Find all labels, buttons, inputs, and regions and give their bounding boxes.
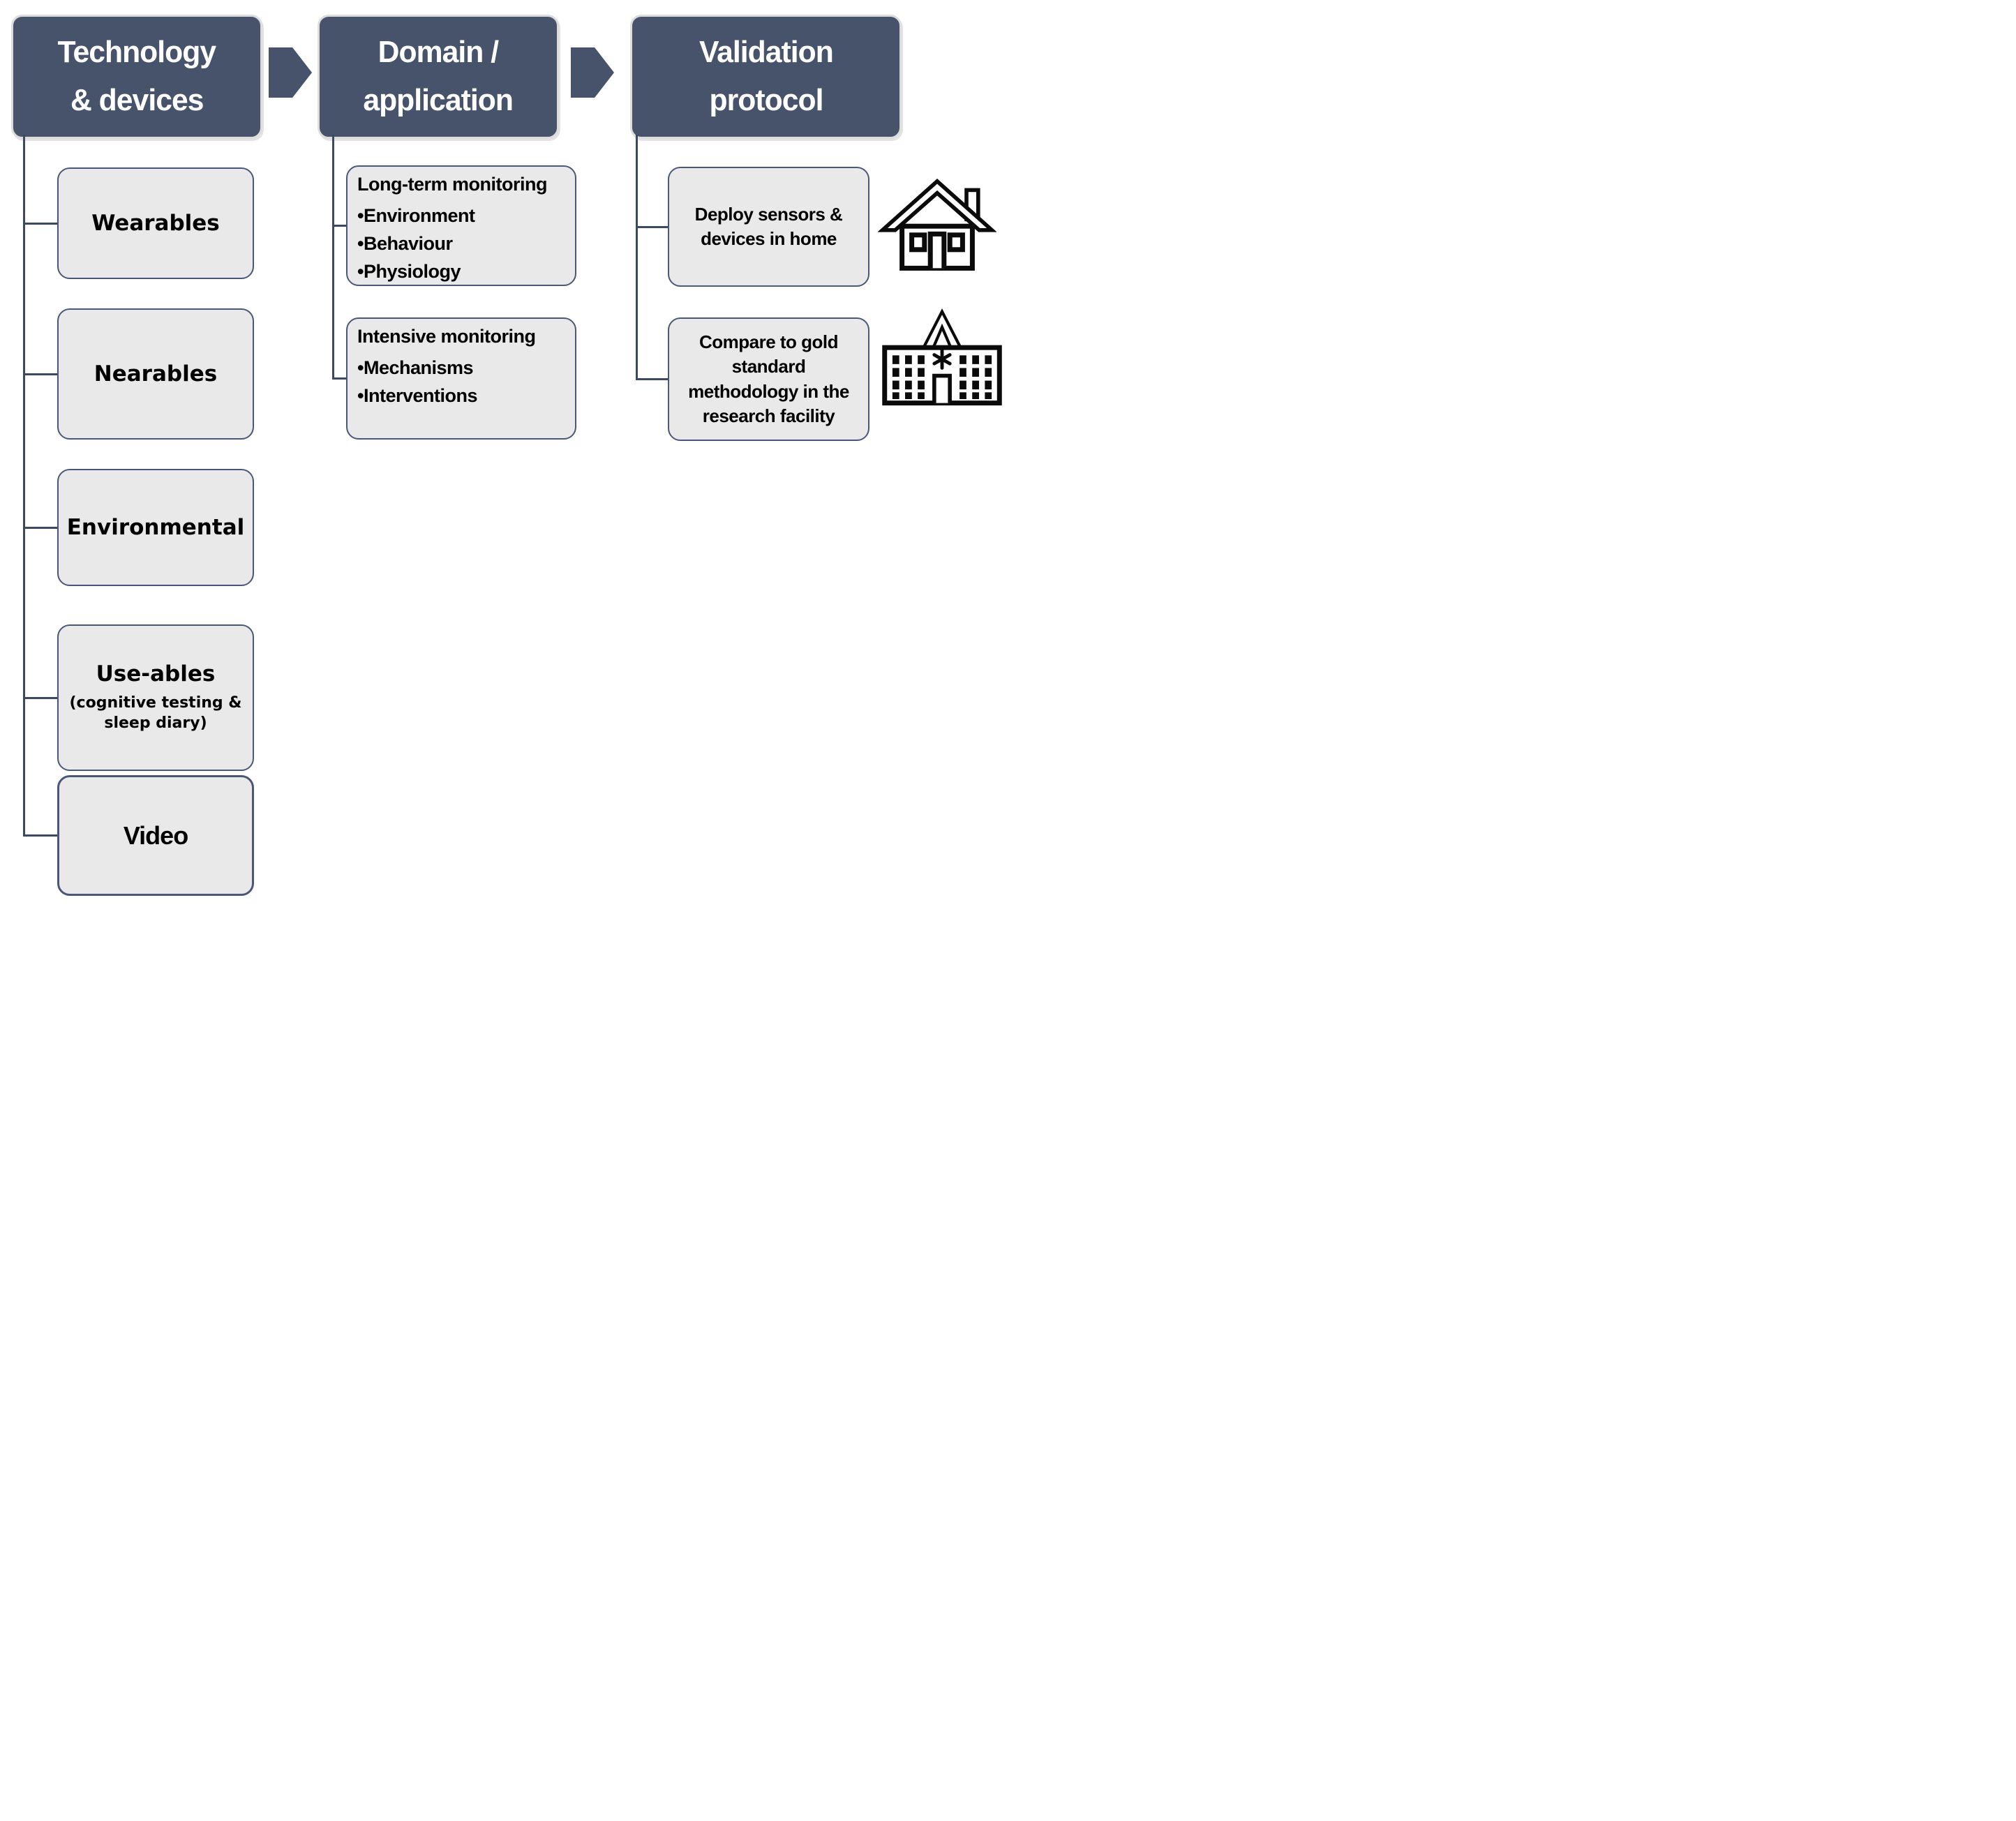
connector-branch xyxy=(23,697,59,699)
connector-trunk-col3 xyxy=(636,135,638,380)
bullet-item: •Behaviour xyxy=(357,233,453,254)
box-title: Intensive monitoring xyxy=(357,326,536,347)
box-label: Use-ables xyxy=(96,661,216,687)
box-nearables: Nearables xyxy=(57,308,254,440)
right-arrow-icon xyxy=(571,47,614,98)
header-line: Domain / xyxy=(378,35,499,70)
connector-branch xyxy=(636,378,669,380)
header-validation-protocol: Validation protocol xyxy=(630,15,902,139)
bullet-item: •Interventions xyxy=(357,385,477,406)
box-long-term-monitoring: Long-term monitoring •Environment •Behav… xyxy=(346,165,576,286)
box-label: Environmental xyxy=(66,515,245,540)
connector-branch xyxy=(332,377,348,380)
connector-branch xyxy=(332,225,348,227)
header-line: protocol xyxy=(709,83,823,117)
box-label: Compare to gold standard methodology in … xyxy=(688,331,849,426)
connector-trunk-col1 xyxy=(23,135,25,837)
connector-trunk-col2 xyxy=(332,135,334,379)
header-line: application xyxy=(363,83,514,117)
bullet-list: •Environment •Behaviour •Physiology xyxy=(357,202,567,285)
box-compare-gold-standard: Compare to gold standard methodology in … xyxy=(668,317,869,441)
bullet-item: •Physiology xyxy=(357,261,461,282)
header-line: Technology xyxy=(57,35,217,70)
header-technology-devices: Technology & devices xyxy=(11,15,262,139)
box-label: Nearables xyxy=(94,361,218,387)
box-wearables: Wearables xyxy=(57,167,254,279)
bullet-item: •Mechanisms xyxy=(357,357,474,378)
box-label: Wearables xyxy=(91,211,220,236)
header-line: & devices xyxy=(70,83,204,117)
box-environmental: Environmental xyxy=(57,469,254,586)
connector-branch xyxy=(636,226,669,228)
research-facility-icon xyxy=(879,308,1006,409)
bullet-list: •Mechanisms •Interventions xyxy=(357,354,567,410)
connector-branch xyxy=(23,834,59,837)
header-domain-application: Domain / application xyxy=(318,15,559,139)
right-arrow-icon xyxy=(269,47,312,98)
connector-branch xyxy=(23,527,59,529)
box-title: Long-term monitoring xyxy=(357,174,547,195)
box-label: Deploy sensors & devices in home xyxy=(694,203,843,249)
box-intensive-monitoring: Intensive monitoring •Mechanisms •Interv… xyxy=(346,317,576,440)
header-line: Validation xyxy=(699,35,834,70)
box-sublabel: (cognitive testing & sleep diary) xyxy=(69,694,242,732)
house-icon xyxy=(877,174,997,272)
box-label: Video xyxy=(123,820,188,850)
box-useables: Use-ables (cognitive testing & sleep dia… xyxy=(57,624,254,771)
flow-diagram: Technology & devices Domain / applicatio… xyxy=(0,0,1008,910)
connector-branch xyxy=(23,223,59,225)
box-deploy-sensors: Deploy sensors & devices in home xyxy=(668,167,869,287)
bullet-item: •Environment xyxy=(357,205,475,226)
box-video: Video xyxy=(57,775,254,896)
connector-branch xyxy=(23,373,59,375)
